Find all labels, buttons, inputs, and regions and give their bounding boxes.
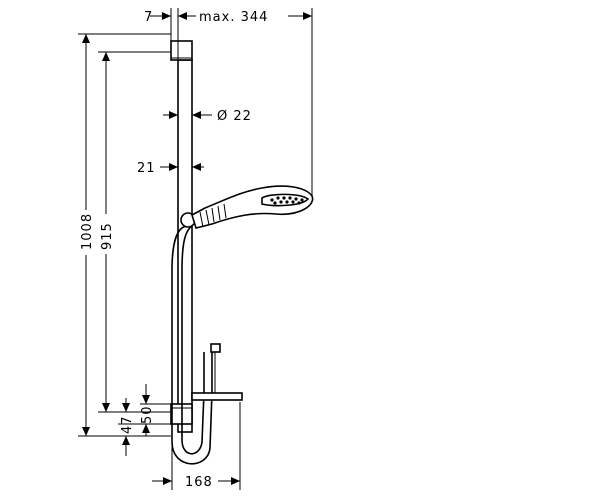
hand-shower — [191, 185, 314, 229]
dim-max-reach: max. 344 — [199, 10, 268, 25]
spray-nozzles — [270, 196, 304, 205]
shelf — [191, 392, 243, 401]
dim-bracket-height: 50 — [140, 405, 155, 424]
shower-set — [170, 40, 314, 465]
top-wall-bracket — [170, 40, 193, 61]
shower-rail — [177, 59, 193, 433]
dim-rail-height: 915 — [100, 222, 115, 250]
dim-total-height: 1008 — [80, 213, 95, 250]
dim-hose-width: 168 — [185, 475, 213, 490]
dim-rail-offset: 21 — [137, 161, 156, 176]
hose-connector — [210, 343, 221, 353]
dim-bottom-offset: 47 — [120, 415, 135, 434]
dim-diameter: Ø 22 — [217, 109, 252, 124]
dimension-lines — [78, 8, 313, 490]
dim-offset-top: 7 — [144, 10, 153, 25]
shower-hose — [171, 225, 213, 465]
